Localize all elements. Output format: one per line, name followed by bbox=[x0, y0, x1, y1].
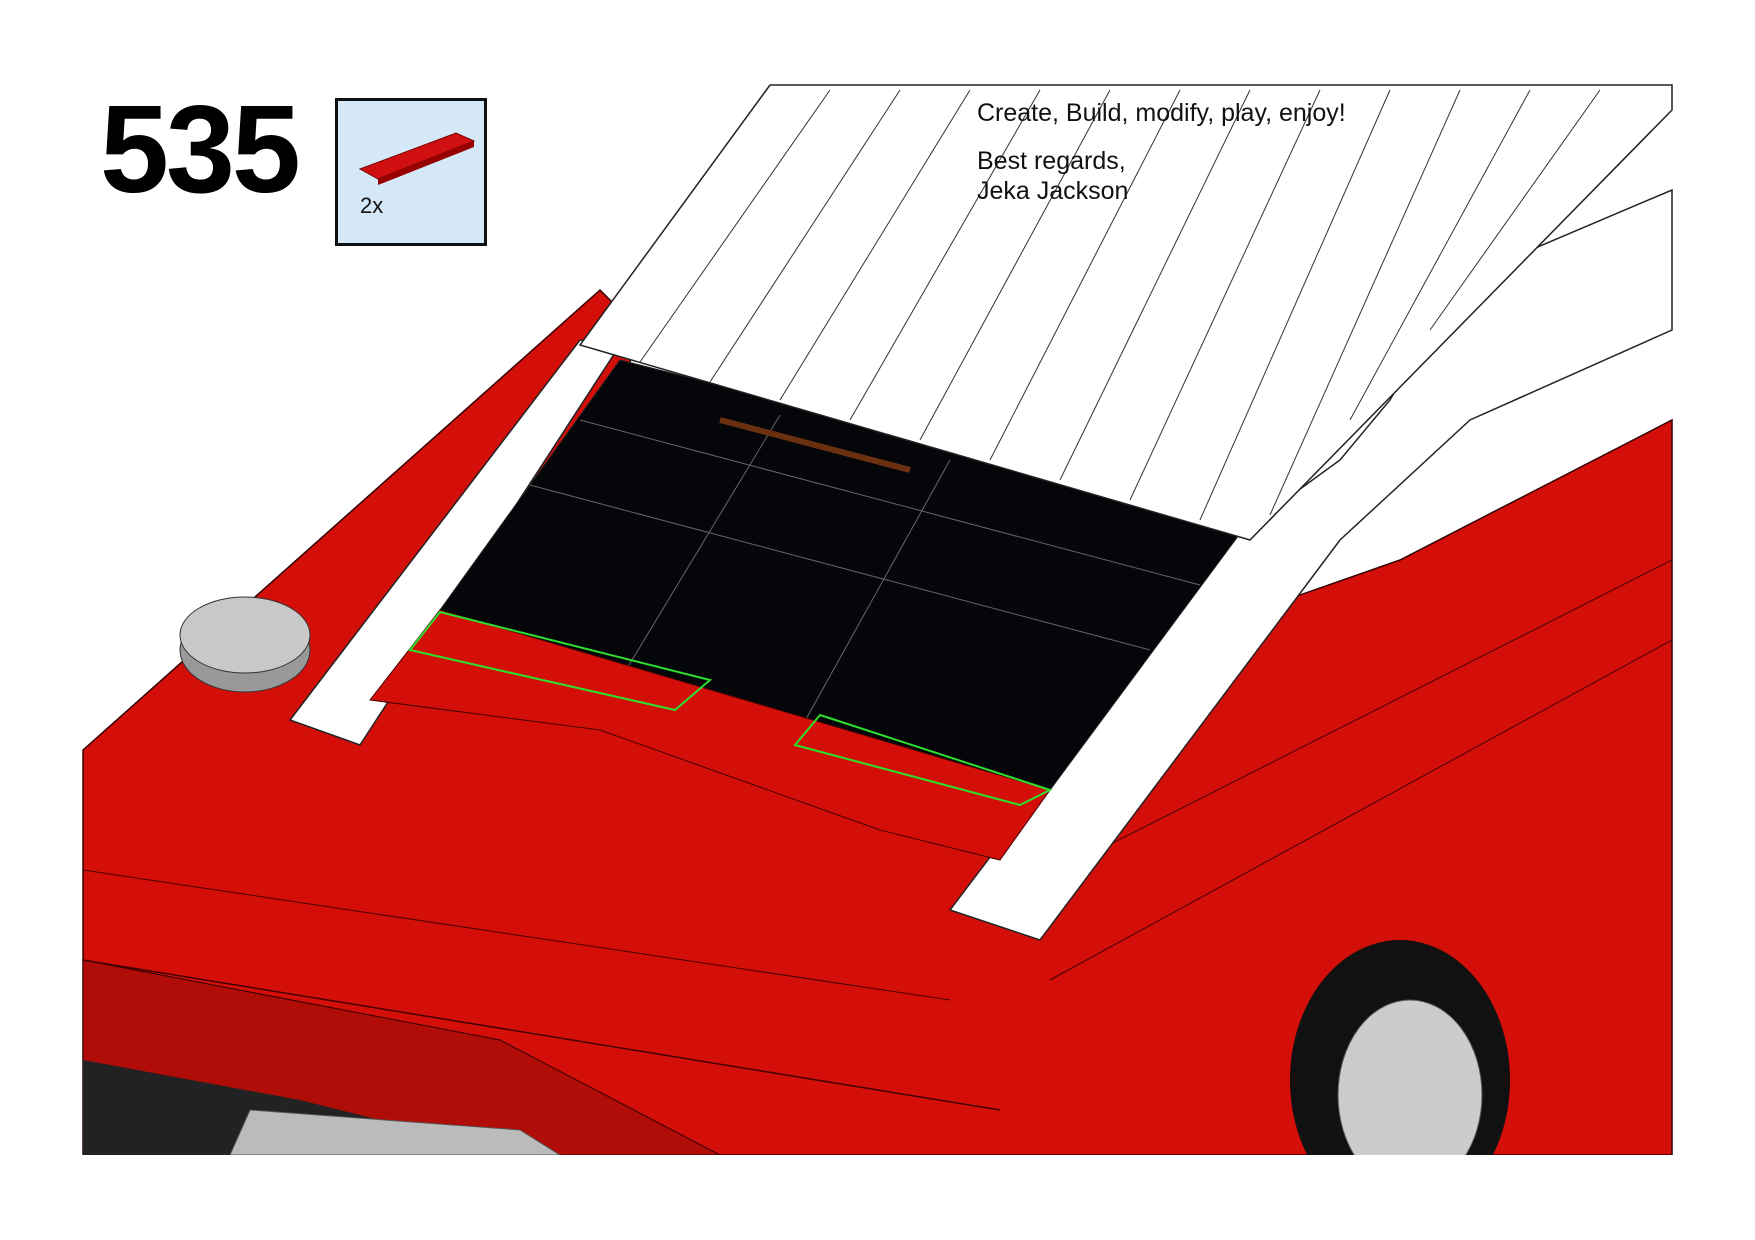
author-note: Create, Build, modify, play, enjoy! Best… bbox=[977, 98, 1346, 206]
fuel-cap bbox=[179, 596, 311, 693]
new-tiles bbox=[369, 609, 1053, 861]
note-line-1: Create, Build, modify, play, enjoy! bbox=[977, 99, 1346, 127]
step-number: 535 bbox=[100, 81, 301, 219]
note-line-2: Best regards, bbox=[977, 147, 1126, 175]
red-tile-part-icon bbox=[358, 132, 476, 185]
parts-callout: 2x bbox=[335, 98, 487, 246]
roof bbox=[578, 84, 1673, 541]
note-line-3: Jeka Jackson bbox=[977, 177, 1129, 205]
part-quantity: 2x bbox=[360, 193, 384, 218]
rear-wheel bbox=[1290, 940, 1510, 1220]
